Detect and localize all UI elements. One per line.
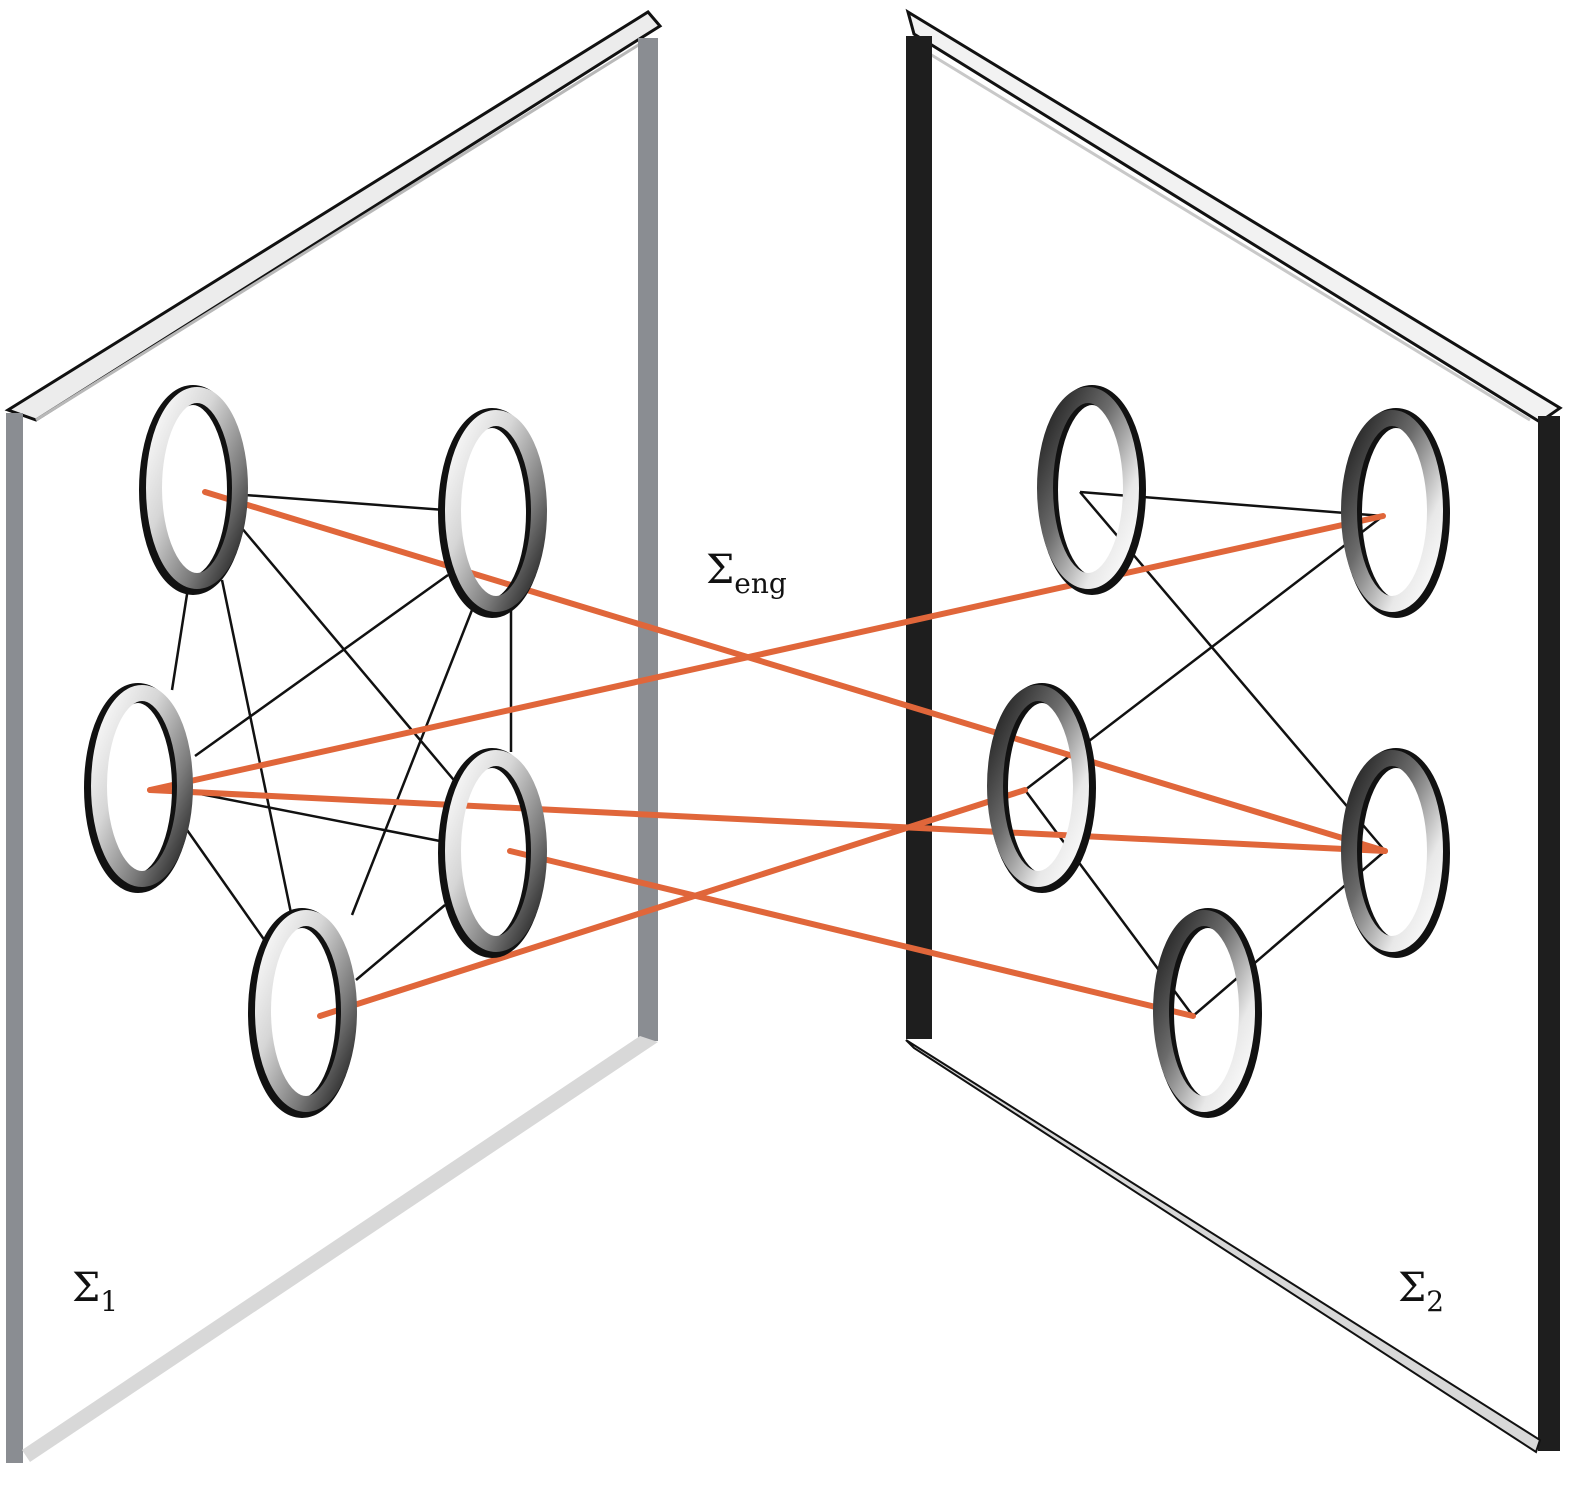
right-plane bbox=[905, 8, 1563, 1454]
layer-label-sigma-2: Σ2 bbox=[1398, 1265, 1444, 1315]
edge-L2-L3 bbox=[194, 573, 449, 758]
node-R3 bbox=[987, 683, 1096, 893]
node-L3 bbox=[84, 683, 193, 893]
right-nodes bbox=[987, 385, 1450, 1118]
sigma-subscript: eng bbox=[734, 566, 787, 600]
interlayer-edge-L5-R3 bbox=[317, 787, 1028, 1019]
sigma-symbol: Σ bbox=[706, 547, 735, 593]
left-intralayer-edges bbox=[170, 493, 513, 981]
edge-L3-L4 bbox=[179, 788, 446, 844]
node-L5 bbox=[248, 908, 357, 1118]
left-plane-bottom-rim bbox=[22, 1036, 658, 1462]
edge-L4-L5 bbox=[355, 904, 446, 981]
interlayer-edges bbox=[147, 489, 1388, 1019]
node-L1 bbox=[139, 385, 248, 595]
left-plane-top-rim bbox=[4, 10, 663, 422]
right-plane-bottom-rim bbox=[905, 1039, 1542, 1454]
sigma-symbol: Σ bbox=[72, 1265, 101, 1311]
edge-L2-L5 bbox=[350, 609, 474, 916]
edge-L1-L2 bbox=[244, 493, 446, 512]
interlayer-label-sigma-eng: Σeng bbox=[706, 547, 787, 597]
interlayer-edge-L4-R5 bbox=[507, 848, 1196, 1019]
node-L4 bbox=[438, 748, 547, 958]
layer-label-sigma-1: Σ1 bbox=[72, 1265, 118, 1315]
node-L2 bbox=[438, 408, 547, 618]
edge-L1-L5 bbox=[220, 579, 294, 919]
left-nodes bbox=[84, 385, 547, 1118]
right-plane-right-edge bbox=[1538, 416, 1560, 1451]
edge-L1-L3 bbox=[170, 587, 190, 691]
sigma-symbol: Σ bbox=[1398, 1265, 1427, 1311]
sigma-subscript: 2 bbox=[1426, 1284, 1445, 1318]
right-plane-top-rim bbox=[905, 8, 1563, 424]
sigma-subscript: 1 bbox=[100, 1284, 119, 1318]
interlayer-edge-L3-R2 bbox=[147, 513, 1386, 793]
left-plane-left-edge bbox=[6, 413, 23, 1463]
edge-L3-L5 bbox=[178, 819, 272, 949]
interlayer-edge-L1-R4 bbox=[202, 489, 1388, 854]
right-plane-left-edge bbox=[906, 36, 932, 1039]
left-plane-right-edge bbox=[638, 38, 658, 1041]
left-plane bbox=[4, 10, 663, 1463]
left-plane-top-rim-inner bbox=[35, 42, 641, 422]
right-plane-top-rim-inner bbox=[919, 46, 1531, 422]
interlayer-edge-L3-R4 bbox=[147, 787, 1388, 854]
node-R5 bbox=[1153, 908, 1262, 1118]
node-R1 bbox=[1037, 385, 1146, 595]
node-R4 bbox=[1341, 748, 1450, 958]
node-R2 bbox=[1341, 408, 1450, 618]
